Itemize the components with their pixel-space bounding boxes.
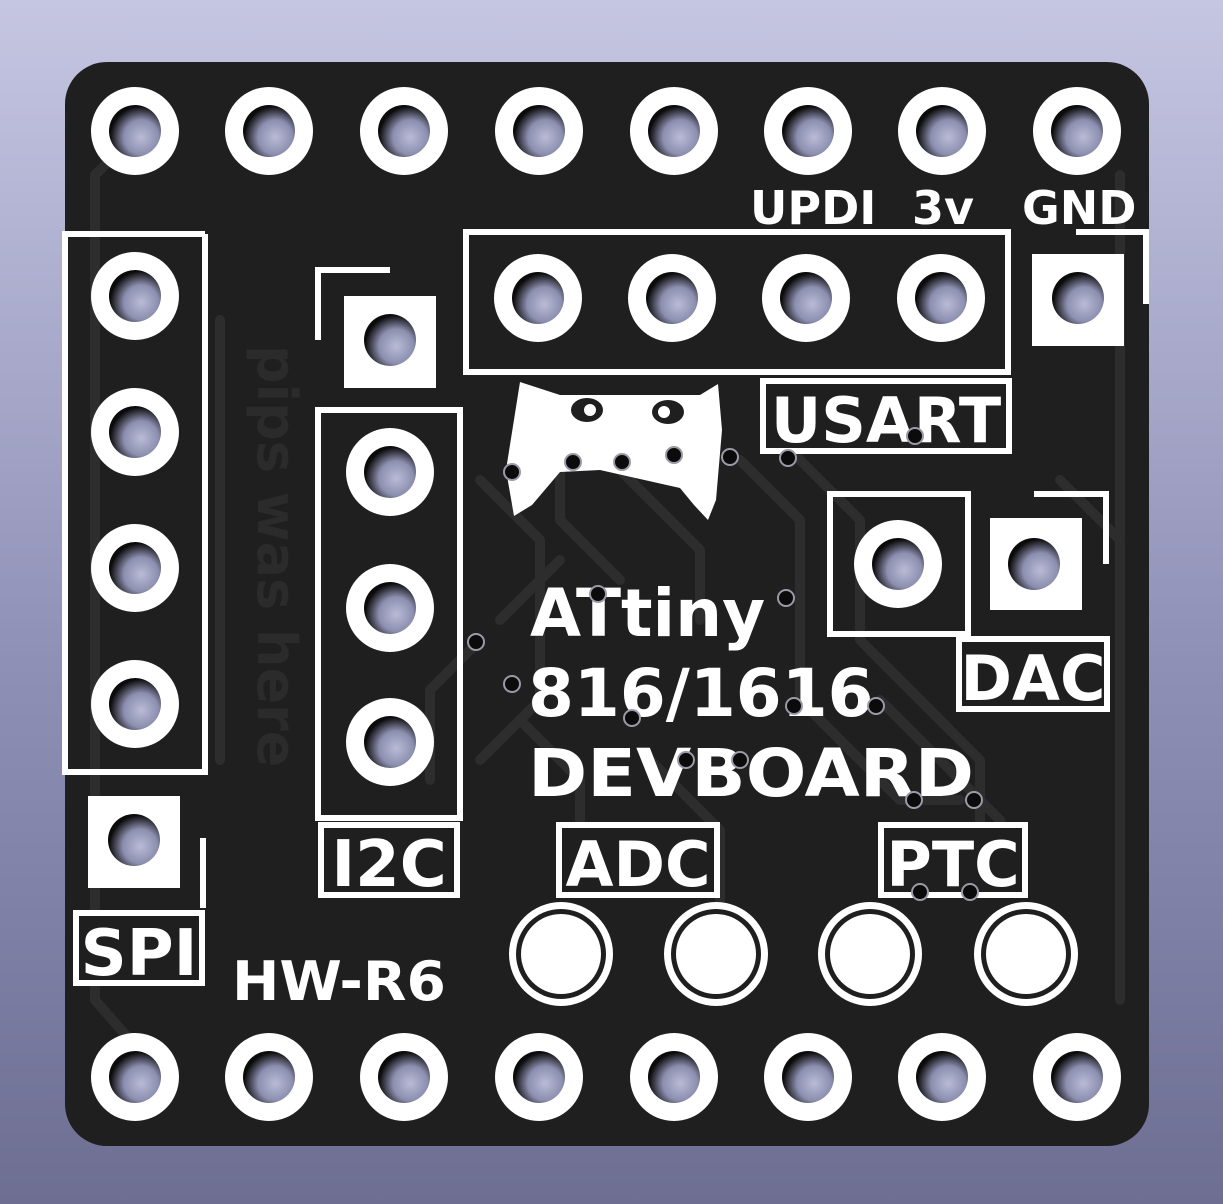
- ptc-pad-1[interactable]: [818, 902, 922, 1006]
- dac-header: DAC: [827, 491, 1110, 715]
- adc-group: ADC: [509, 822, 768, 1006]
- spi-pin-3[interactable]: [91, 524, 179, 612]
- top-pin-3[interactable]: [360, 87, 448, 175]
- title-line-3: DEVBOARD: [528, 735, 974, 812]
- adc-label: ADC: [566, 828, 711, 901]
- spi-pin-square[interactable]: [88, 796, 180, 888]
- gnd-label: GND: [1022, 181, 1136, 235]
- i2c-pin-3[interactable]: [346, 698, 434, 786]
- spi-pin-2[interactable]: [91, 388, 179, 476]
- bottom-pin-7[interactable]: [898, 1033, 986, 1121]
- bottom-pin-6[interactable]: [764, 1033, 852, 1121]
- spi-pin-4[interactable]: [91, 660, 179, 748]
- bottom-header-row: [91, 1033, 1121, 1121]
- usart-pin-4[interactable]: [897, 254, 985, 342]
- top-pin-7[interactable]: [898, 87, 986, 175]
- bottom-pin-5[interactable]: [630, 1033, 718, 1121]
- top-header-row: [91, 87, 1121, 175]
- spi-outline: [62, 231, 208, 775]
- top-pin-8[interactable]: [1033, 87, 1121, 175]
- vias: [467, 427, 983, 901]
- spi-label: SPI: [81, 917, 198, 991]
- top-pin-6[interactable]: [764, 87, 852, 175]
- i2c-label: I2C: [331, 828, 446, 902]
- usart-outline: [463, 229, 1011, 375]
- hidden-note-text: pips was here: [245, 345, 308, 767]
- i2c-pin-1[interactable]: [346, 428, 434, 516]
- updi-label: UPDI: [750, 181, 876, 235]
- ptc-pad-2[interactable]: [974, 902, 1078, 1006]
- usart-pin-3[interactable]: [762, 254, 850, 342]
- top-pin-1[interactable]: [91, 87, 179, 175]
- usart-pin-2[interactable]: [628, 254, 716, 342]
- spi-header: SPI: [62, 231, 208, 991]
- title-line-2: 816/1616: [528, 655, 874, 732]
- adc-pad-2[interactable]: [664, 902, 768, 1006]
- i2c-outline: [315, 407, 463, 821]
- 3v-label: 3v: [912, 181, 974, 235]
- i2c-header: I2C: [315, 267, 463, 902]
- bottom-pin-1[interactable]: [91, 1033, 179, 1121]
- top-pin-4[interactable]: [495, 87, 583, 175]
- dac-label: DAC: [961, 642, 1106, 715]
- cat-face-icon: [506, 376, 722, 520]
- i2c-pin-2[interactable]: [346, 564, 434, 652]
- gnd-pin-square[interactable]: [1032, 254, 1124, 346]
- bottom-pin-3[interactable]: [360, 1033, 448, 1121]
- dac-pin-1[interactable]: [854, 520, 942, 608]
- usart-pin-1[interactable]: [494, 254, 582, 342]
- title-line-1: ATtiny: [530, 575, 765, 652]
- ptc-label: PTC: [886, 828, 1019, 901]
- usart-label: USART: [771, 384, 1001, 457]
- i2c-pin-square[interactable]: [344, 296, 436, 388]
- bottom-pin-4[interactable]: [495, 1033, 583, 1121]
- dac-outline: [827, 491, 971, 637]
- top-pin-5[interactable]: [630, 87, 718, 175]
- adc-pad-1[interactable]: [509, 902, 613, 1006]
- ptc-group: PTC: [818, 822, 1078, 1006]
- spi-pin-1[interactable]: [91, 252, 179, 340]
- usart-header: USART: [463, 229, 1012, 457]
- bottom-pin-8[interactable]: [1033, 1033, 1121, 1121]
- top-pin-2[interactable]: [225, 87, 313, 175]
- revision-label: HW-R6: [232, 950, 446, 1013]
- bottom-pin-2[interactable]: [225, 1033, 313, 1121]
- dac-pin-square[interactable]: [990, 518, 1082, 610]
